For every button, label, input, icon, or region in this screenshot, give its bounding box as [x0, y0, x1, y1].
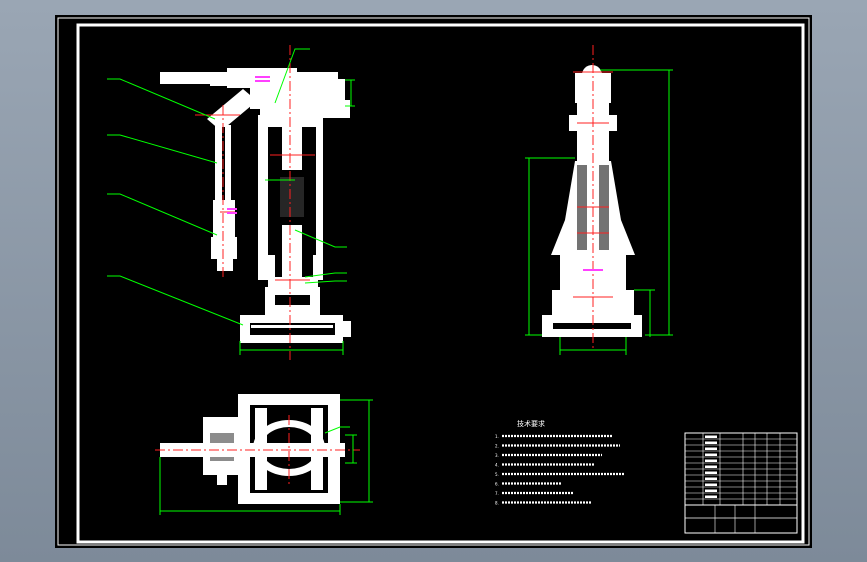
front-view — [107, 45, 355, 360]
title-block-entry — [705, 447, 717, 450]
notes-title: 技术要求 — [517, 419, 545, 428]
note-number: 1. — [495, 434, 499, 439]
title-block-entry — [705, 483, 717, 486]
note-number: 5. — [495, 472, 499, 477]
inner-frame — [76, 23, 805, 544]
note-number: 6. — [495, 482, 499, 487]
title-block-entry — [705, 441, 717, 444]
note-number: 2. — [495, 444, 499, 449]
note-number: 8. — [495, 501, 499, 506]
drawing-sheet: 技术要求 1. 2. 3. 4. 5. 6. 7. 8. — [55, 15, 812, 548]
title-block-entry — [705, 453, 717, 456]
title-block-entry — [705, 471, 717, 474]
note-number: 7. — [495, 491, 499, 496]
title-block-entry — [705, 435, 717, 438]
title-block — [684, 432, 798, 534]
title-block-entry — [705, 459, 717, 462]
cad-drawing: 技术要求 1. 2. 3. 4. 5. 6. 7. 8. — [57, 17, 810, 546]
note-number: 3. — [495, 453, 499, 458]
title-block-entry — [705, 465, 717, 468]
title-block-entry — [705, 495, 717, 498]
technical-notes: 技术要求 1. 2. 3. 4. 5. 6. 7. 8. — [495, 419, 624, 506]
title-block-entry — [705, 477, 717, 480]
note-number: 4. — [495, 463, 499, 468]
top-view — [155, 394, 373, 515]
side-view — [525, 45, 673, 355]
outer-frame — [57, 17, 810, 546]
title-block-entry — [705, 489, 717, 492]
